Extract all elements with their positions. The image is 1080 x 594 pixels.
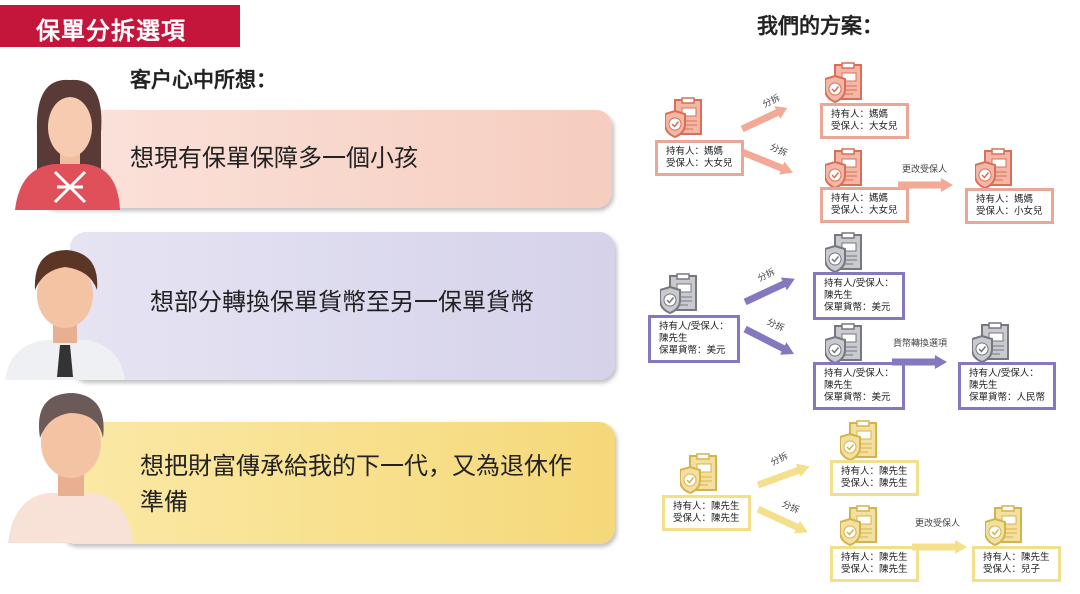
page-title: 保單分拆選項 [0,5,240,47]
policy-info-box-source: 持有人：陳先生受保人：陳先生 [662,495,751,531]
policy-document-icon [839,420,880,462]
policy-info-box-top: 持有人：陳先生受保人：陳先生 [830,460,919,496]
policy-document-icon [839,505,880,547]
policy-info-line: 陳先生 [969,380,998,391]
policy-info-line: 持有人/受保人： [969,368,1039,379]
policy-info-box-bottom: 持有人：媽媽受保人：大女兒 [820,187,909,223]
change-label: 貨幣轉換選項 [893,339,948,349]
policy-info-line: 持有人/受保人： [824,368,894,379]
policy-info-line: 持有人/受保人： [824,278,894,289]
change-label: 更改受保人 [915,519,961,529]
client-thoughts-heading: 客户心中所想： [130,68,277,92]
policy-info-line: 受保人：大女兒 [666,158,733,169]
woman-avatar-icon [15,79,120,210]
policy-info-line: 陳先生 [824,380,853,391]
policy-info-box-final: 持有人：媽媽受保人：小女兒 [965,188,1054,224]
policy-document-icon [824,323,865,365]
change-arrow-icon [898,178,953,192]
policy-document-icon [824,148,865,190]
policy-info-line: 保單貨幣：美元 [824,302,891,313]
wish-bubble-1: 想現有保單保障多一個小孩 [40,110,612,208]
split-label: 分拆 [780,499,801,517]
change-arrow-icon [912,540,967,554]
policy-info-box-top: 持有人/受保人：陳先生保單貨幣：美元 [813,272,905,320]
policy-info-line: 受保人：兒子 [983,564,1041,575]
policy-info-line: 受保人：陳先生 [841,478,908,489]
policy-info-line: 陳先生 [824,290,853,301]
policy-info-box-top: 持有人：媽媽受保人：大女兒 [820,103,909,139]
split-label: 分拆 [756,267,777,285]
policy-info-line: 保單貨幣：人民幣 [969,392,1046,403]
policy-info-line: 持有人：陳先生 [841,552,908,563]
policy-info-box-final: 持有人：陳先生受保人：兒子 [972,546,1061,582]
policy-info-line: 受保人：小女兒 [976,206,1043,217]
policy-info-box-final: 持有人/受保人：陳先生保單貨幣：人民幣 [958,362,1057,410]
policy-info-line: 持有人：陳先生 [983,552,1050,563]
policy-info-line: 持有人/受保人： [659,321,729,332]
policy-info-box-source: 持有人：媽媽受保人：大女兒 [655,140,744,176]
wish-bubble-3: 想把財富傳承給我的下一代，又為退休作準備 [60,422,615,544]
policy-info-box-bottom: 持有人：陳先生受保人：陳先生 [830,546,919,582]
policy-info-box-source: 持有人/受保人：陳先生保單貨幣：美元 [648,315,740,363]
policy-info-line: 受保人：大女兒 [831,205,898,216]
policy-info-line: 陳先生 [659,333,688,344]
policy-info-line: 持有人：媽媽 [831,193,889,204]
policy-info-box-bottom: 持有人/受保人：陳先生保單貨幣：美元 [813,362,905,410]
policy-info-line: 持有人：媽媽 [976,194,1034,205]
policy-document-icon [679,453,720,495]
policy-info-line: 受保人：陳先生 [841,564,908,575]
policy-info-line: 持有人：陳先生 [841,466,908,477]
change-arrow-icon [892,355,947,369]
policy-document-icon [659,273,700,315]
policy-document-icon [984,505,1025,547]
policy-document-icon [824,62,865,104]
policy-document-icon [824,232,865,274]
policy-info-line: 保單貨幣：美元 [659,345,726,356]
split-arrow-icon [756,460,812,492]
policy-document-icon [971,322,1012,364]
policy-info-line: 持有人：媽媽 [831,109,889,120]
split-label: 分拆 [768,142,789,160]
man-avatar-icon [5,250,125,380]
policy-info-line: 持有人：陳先生 [673,501,740,512]
change-label: 更改受保人 [902,165,948,175]
our-plan-heading: 我們的方案： [757,14,883,38]
split-label: 分拆 [769,451,790,469]
policy-info-line: 受保人：大女兒 [831,121,898,132]
policy-info-line: 持有人：媽媽 [666,146,724,157]
policy-info-line: 保單貨幣：美元 [824,392,891,403]
policy-info-line: 受保人：陳先生 [673,513,740,524]
wish-bubble-2: 想部分轉換保單貨幣至另一保單貨幣 [70,232,615,380]
young-man-avatar-icon [8,393,133,543]
split-label: 分拆 [765,317,786,335]
policy-document-icon [664,97,705,139]
policy-document-icon [974,148,1015,190]
